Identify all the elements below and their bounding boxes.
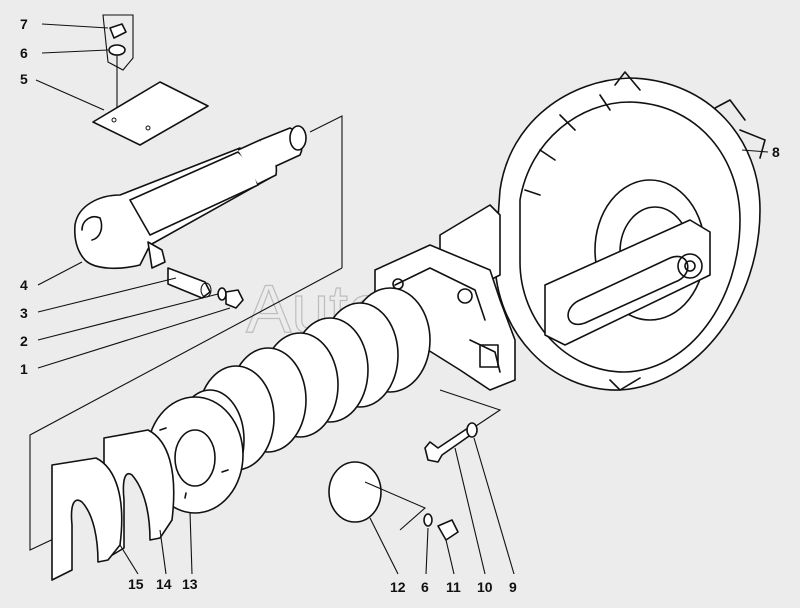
callout-6-bottom: 6 [421,579,429,595]
yoke-bracket [374,204,516,391]
assembly-frame-lines [29,115,502,551]
callout-4: 4 [20,277,28,293]
tension-cylinder-part-4 [73,125,307,270]
callout-2: 2 [20,333,28,349]
callout-3: 3 [20,305,28,321]
leader-lines [35,23,769,575]
callout-10: 10 [477,579,493,595]
bolt-part-11 [437,519,459,541]
callout-7: 7 [20,16,28,32]
callout-9: 9 [509,579,517,595]
callout-14: 14 [156,576,172,592]
callout-1: 1 [20,361,28,377]
callout-15: 15 [128,576,144,592]
washer-part-9 [466,422,478,438]
callout-11: 11 [446,579,461,595]
cover-plate-part-5 [92,81,209,146]
callout-5: 5 [20,71,28,87]
idler-wheel-part-8 [494,71,766,391]
callout-8: 8 [772,144,780,160]
washer-part-6-lower [423,513,433,527]
cover-disc-part-12 [328,461,427,531]
callout-6-top: 6 [20,45,28,61]
bolt-part-10 [424,427,473,463]
spacer-plate-part-15 [51,457,123,581]
washer-part-2 [217,287,227,301]
bolt-and-washer-parts-6-7 [102,14,134,108]
fitting-part-3 [167,267,212,299]
callout-12: 12 [390,579,406,595]
callout-labels: 7 6 5 8 4 3 2 1 15 14 13 12 6 11 10 9 [20,16,780,595]
callout-13: 13 [182,576,198,592]
valve-part-1 [225,289,244,309]
